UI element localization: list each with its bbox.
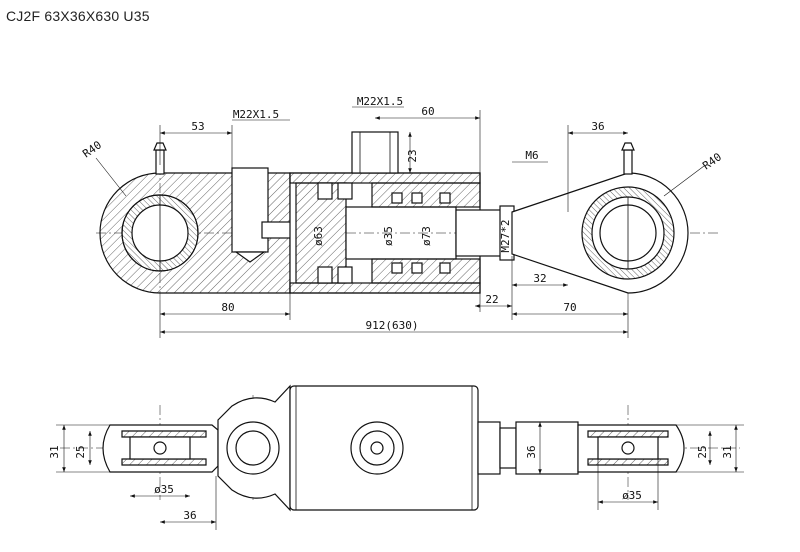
bottom-dimensions: 31 25 ø35 36 36 25 31 ø35 <box>48 422 744 530</box>
label-r40-left: R40 <box>80 138 104 160</box>
dim-total: 912(630) <box>366 319 419 332</box>
dim-36-mid: 36 <box>525 445 538 458</box>
dim-d73: ø73 <box>420 226 433 246</box>
left-rod-eye <box>99 142 293 294</box>
dim-31-left: 31 <box>48 445 61 458</box>
cylinder-body <box>289 131 569 294</box>
dim-d35: ø35 <box>382 226 395 246</box>
dim-d35-left: ø35 <box>154 483 174 496</box>
dim-36: 36 <box>591 120 604 133</box>
dim-53: 53 <box>191 120 204 133</box>
dim-25-right: 25 <box>696 445 709 458</box>
label-r40-right: R40 <box>700 150 724 172</box>
dim-m22-top: M22X1.5 <box>357 95 403 108</box>
top-dimensions: 53 M22X1.5 M22X1.5 60 23 36 M6 R40 R40 ø… <box>80 95 724 338</box>
drawing-title: CJ2F 63X36X630 U35 <box>6 8 150 24</box>
dim-d35-right: ø35 <box>622 489 642 502</box>
dim-60: 60 <box>421 105 434 118</box>
dim-m6: M6 <box>525 149 538 162</box>
dim-23: 23 <box>406 149 419 162</box>
dim-31-right: 31 <box>721 445 734 458</box>
dim-36-left: 36 <box>183 509 196 522</box>
bottom-plan-view: 31 25 ø35 36 36 25 31 ø35 <box>48 384 744 530</box>
top-section-view: 53 M22X1.5 M22X1.5 60 23 36 M6 R40 R40 ø… <box>80 95 724 338</box>
dim-m27: M27*2 <box>499 219 512 252</box>
dim-32: 32 <box>533 272 546 285</box>
right-rod-eye <box>511 142 689 294</box>
dim-70: 70 <box>563 301 576 314</box>
dim-80: 80 <box>221 301 234 314</box>
dim-m22-left: M22X1.5 <box>233 108 279 121</box>
dim-25-left: 25 <box>74 445 87 458</box>
dim-d63: ø63 <box>312 226 325 246</box>
dim-22: 22 <box>485 293 498 306</box>
